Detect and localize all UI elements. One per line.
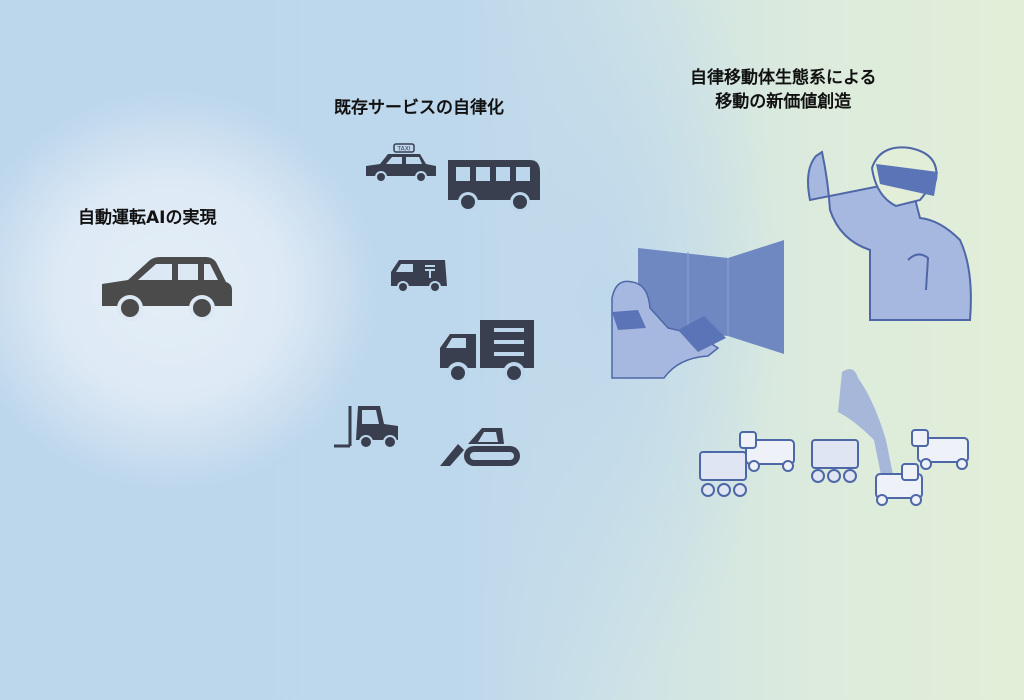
person-silhouette — [838, 369, 894, 480]
truck-icon — [440, 320, 534, 384]
taxi-icon: TAXI — [366, 143, 436, 183]
bus-icon — [448, 160, 540, 212]
section-title-services: 既存サービスの自律化 — [334, 98, 504, 118]
robot-dog-1 — [739, 431, 795, 472]
taxi-sign-text: TAXI — [396, 146, 410, 153]
forklift-icon — [334, 406, 398, 449]
vr-user-illustration — [807, 146, 972, 321]
robot-dog-3 — [875, 463, 923, 506]
section-title-ecosystem: 自律移動体生態系による 移動の新価値創造 — [690, 66, 877, 114]
ecosystem-title-line1: 自律移動体生態系による — [690, 68, 877, 88]
section-title-ai: 自動運転AIの実現 — [78, 208, 217, 228]
robot-cart-1 — [699, 451, 747, 497]
bulldozer-icon — [440, 428, 520, 466]
delivery-robots-illustration — [699, 369, 969, 506]
vr-screen-illustration — [611, 240, 784, 379]
robot-cart-2 — [811, 439, 859, 483]
postal-van-icon — [391, 260, 447, 293]
ecosystem-title-line2: 移動の新価値創造 — [715, 92, 852, 112]
robot-dog-2 — [911, 429, 969, 470]
car-icon — [102, 257, 232, 321]
